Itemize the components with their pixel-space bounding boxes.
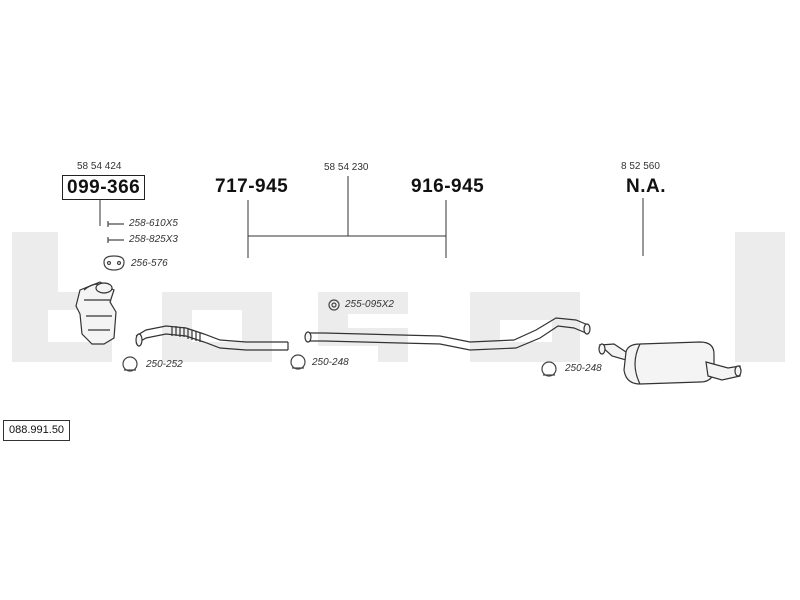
clamp-icon [290, 354, 306, 370]
gasket-icon [103, 255, 125, 271]
fitting-kit-label: 250-248 [312, 357, 349, 368]
middle-pipe [304, 317, 591, 351]
part-number-rear-muffler: N.A. [626, 176, 666, 197]
bolt-icon [107, 237, 124, 243]
bolt-icon [107, 221, 124, 227]
fitting-kit-label: 256-576 [131, 258, 168, 269]
part-number-middle-pipe[interactable]: 916-945 [411, 176, 485, 197]
oem-number: 8 52 560 [621, 161, 660, 172]
fitting-kit-label: 258-610X5 [129, 218, 178, 229]
fitting-kit-label: 250-252 [146, 359, 183, 370]
rubber-mount-icon [328, 299, 340, 311]
clamp-icon [122, 356, 138, 372]
part-number-front-pipe[interactable]: 717-945 [215, 176, 289, 197]
oem-number: 58 54 230 [324, 162, 369, 173]
catalytic-converter [75, 281, 117, 345]
clamp-icon [541, 361, 557, 377]
part-number-catalytic[interactable]: 099-366 [62, 175, 146, 200]
fitting-kit-label: 255-095X2 [345, 299, 394, 310]
leader-lines [99, 176, 644, 258]
reference-number-box: 088.991.50 [3, 420, 71, 441]
oem-number: 58 54 424 [77, 161, 122, 172]
fitting-kit-label: 250-248 [565, 363, 602, 374]
front-pipe [135, 325, 289, 351]
fitting-kit-label: 258-825X3 [129, 234, 178, 245]
rear-muffler [598, 341, 742, 385]
